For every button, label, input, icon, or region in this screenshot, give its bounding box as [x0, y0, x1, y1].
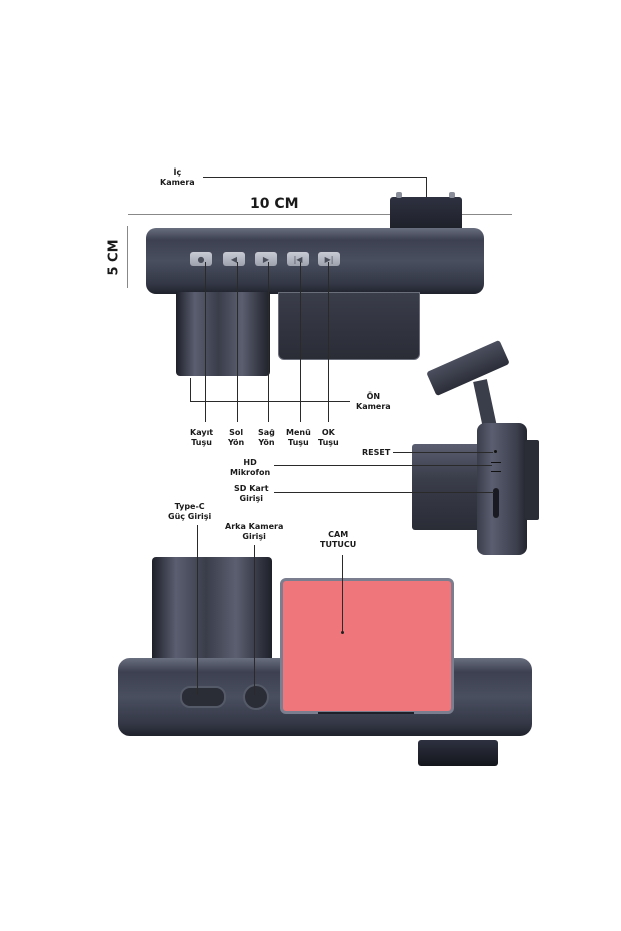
ic-kamera-leader-v: [426, 177, 427, 199]
side-back-mount: [525, 440, 539, 520]
side-lens-cylinder: [412, 444, 482, 530]
record-icon: ●: [197, 254, 205, 264]
left-leader: [237, 262, 238, 422]
on-kamera-leader-h: [190, 401, 350, 402]
rear-camera-port[interactable]: [243, 684, 269, 710]
microphone-grille: [491, 462, 501, 472]
mount-screw-right: [449, 192, 455, 198]
bottom-lens-cylinder: [152, 557, 272, 663]
sd-card-slot[interactable]: [493, 488, 499, 518]
ok-button[interactable]: ▶|: [318, 252, 340, 266]
on-kamera-label: ÖN Kamera: [356, 392, 391, 411]
left-arrow-icon: ◀: [230, 254, 238, 264]
left-button[interactable]: ◀: [223, 252, 245, 266]
mount-screw-left: [396, 192, 402, 198]
bottom-mount: [418, 740, 498, 766]
on-kamera-leader-v: [190, 378, 191, 402]
side-body: [477, 423, 527, 555]
ic-kamera-label: İç Kamera: [160, 168, 195, 187]
menu-leader: [300, 262, 301, 422]
skip-forward-icon: ▶|: [324, 254, 334, 264]
inner-camera-mount: [390, 197, 462, 231]
pad-slot: [318, 712, 414, 714]
reset-label: RESET: [362, 448, 391, 457]
mount-arm-head: [426, 339, 510, 397]
front-camera-lens: [176, 292, 270, 376]
width-dimension-line: [128, 214, 512, 215]
mount-plate-top: [278, 292, 420, 360]
mount-arm-stem: [473, 379, 497, 429]
ic-kamera-leader: [203, 177, 427, 178]
right-leader: [268, 262, 269, 422]
right-arrow-icon: ▶: [262, 254, 270, 264]
menu-button[interactable]: |◀: [287, 252, 309, 266]
cam-holder-leader: [342, 555, 343, 633]
skip-back-icon: |◀: [293, 254, 303, 264]
record-button[interactable]: ●: [190, 252, 212, 266]
height-dimension-label: 5 CM: [106, 239, 122, 276]
typec-port[interactable]: [180, 686, 226, 708]
typec-leader: [197, 525, 198, 695]
adhesive-pad: [280, 578, 454, 714]
width-dimension-label: 10 CM: [250, 196, 299, 212]
rear-camera-leader: [254, 545, 255, 695]
right-button[interactable]: ▶: [255, 252, 277, 266]
sd-card-leader: [274, 492, 494, 493]
reset-leader: [393, 452, 493, 453]
ok-leader: [328, 262, 329, 422]
record-leader: [205, 262, 206, 422]
mic-leader: [274, 465, 492, 466]
height-dimension-line: [127, 226, 128, 288]
reset-hole[interactable]: [494, 450, 497, 453]
cam-holder-dot: [341, 631, 344, 634]
